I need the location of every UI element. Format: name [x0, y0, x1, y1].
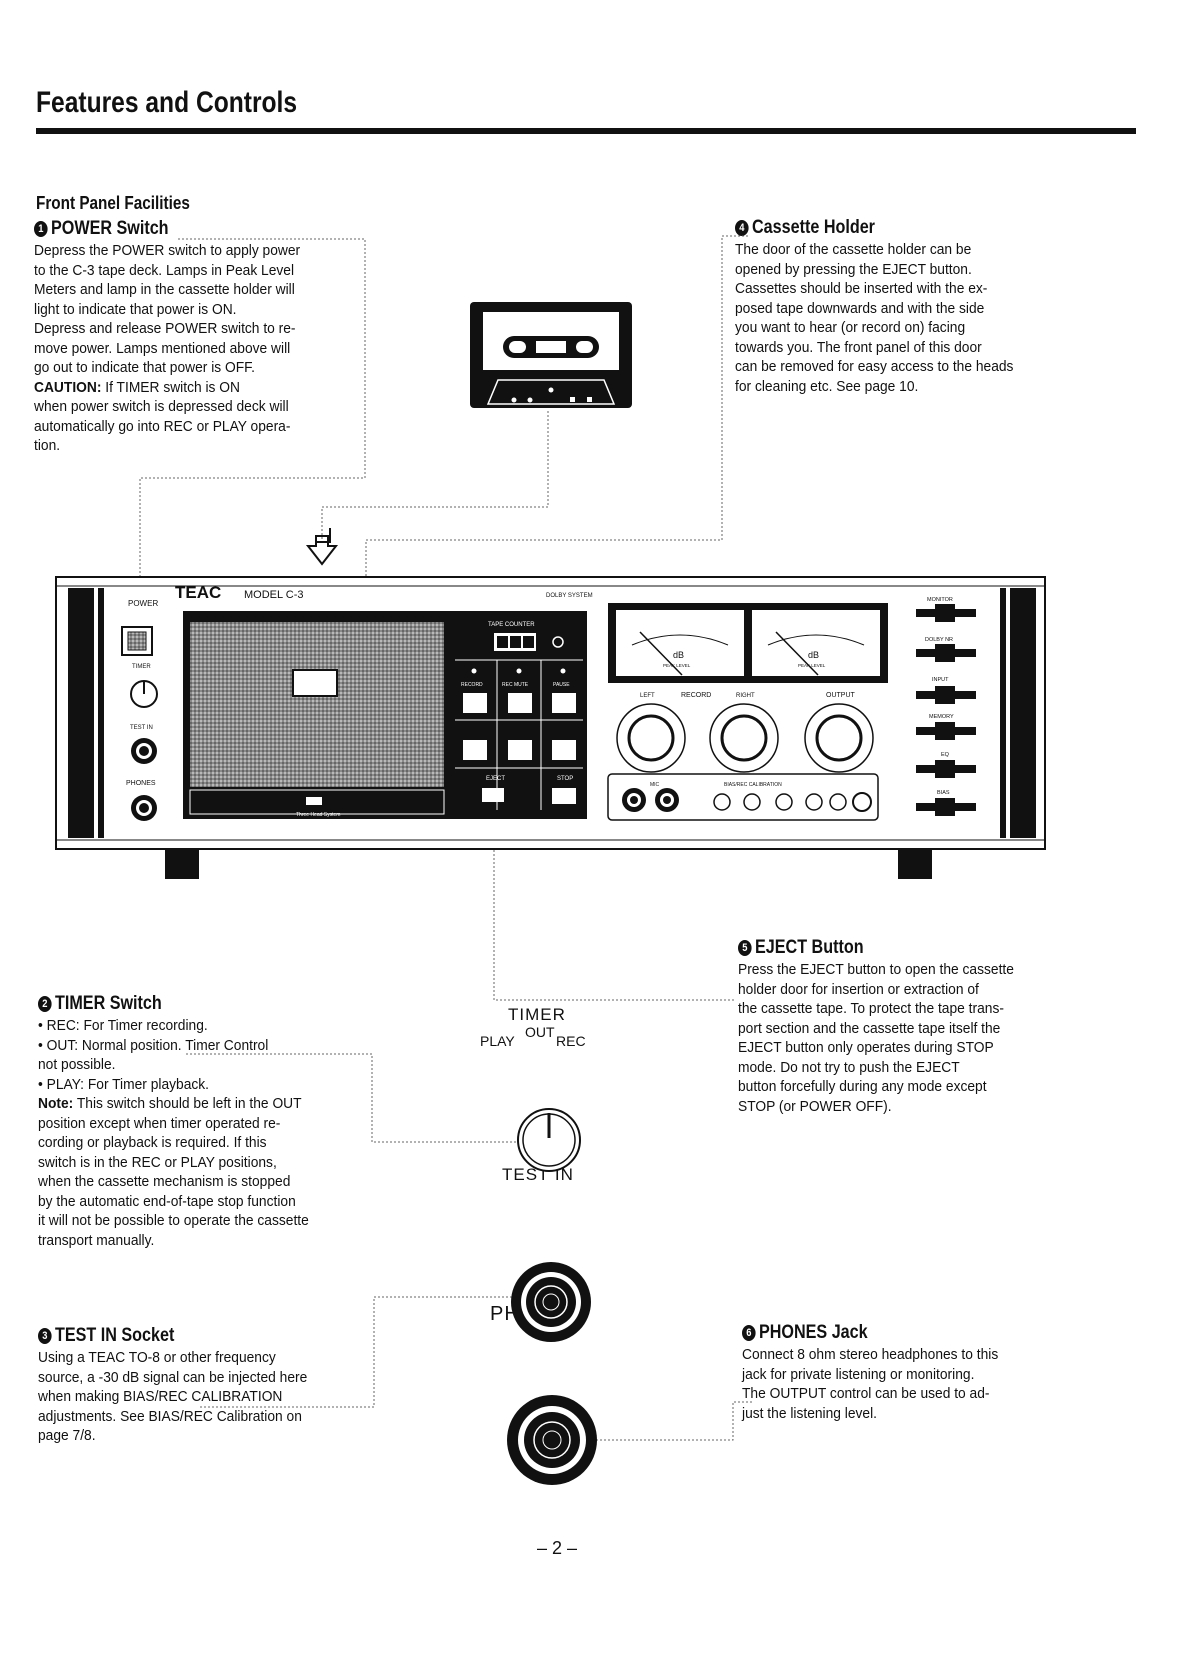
insert-arrow-icon — [305, 528, 339, 566]
deck-timer-label: TIMER — [132, 664, 151, 670]
deck-three-head-label: Three Head System — [296, 812, 340, 818]
title-rule — [36, 128, 1136, 134]
power-body-text: Depress the POWER switch to apply power … — [34, 242, 301, 376]
number-badge: 4 — [735, 220, 749, 236]
deck-eject-label: EJECT — [486, 776, 505, 782]
deck-power-label: POWER — [128, 599, 158, 608]
testin-socket-icon — [511, 1262, 591, 1342]
phones-jack-icon — [507, 1395, 597, 1485]
deck-record-knob-label: RECORD — [681, 692, 711, 699]
timer-rec-item: • REC: For Timer recording. — [38, 1017, 208, 1034]
deck-peak-left: PEAK LEVEL — [663, 663, 691, 668]
timer-detail-label: TIMER — [508, 1005, 566, 1024]
deck-pause-button-label: PAUSE — [553, 682, 570, 688]
deck-right-label: RIGHT — [736, 693, 755, 699]
phones-body: Connect 8 ohm stereo headphones to this … — [742, 1346, 999, 1422]
timer-out-item: • OUT: Normal position. Timer Control no… — [38, 1036, 269, 1074]
deck-recmute-button-label: REC MUTE — [502, 682, 529, 688]
deck-memory-label: MEMORY — [929, 714, 954, 720]
timer-knob-icon — [517, 1108, 581, 1172]
cassette-icon — [470, 302, 632, 408]
number-badge: 6 — [742, 1325, 756, 1341]
section-title: Front Panel Facilities — [36, 193, 190, 213]
deck-labels: POWER TEAC MODEL C-3 DOLBY SYSTEM TIMER … — [126, 583, 954, 818]
note-label: Note: — [38, 1095, 74, 1112]
timer-heading-text: TIMER Switch — [55, 993, 162, 1014]
deck-brand: TEAC — [175, 583, 221, 602]
page-title: Features and Controls — [36, 86, 298, 119]
deck-testin-label: TEST IN — [130, 725, 153, 731]
deck-dolbynr-label: DOLBY NR — [925, 637, 953, 643]
number-badge: 5 — [738, 940, 752, 956]
deck-tape-counter-label: TAPE COUNTER — [488, 622, 535, 628]
phones-heading-text: PHONES Jack — [759, 1322, 868, 1343]
timer-body: • REC: For Timer recording. • OUT: Norma… — [38, 1016, 342, 1250]
deck-dolby-badge: DOLBY SYSTEM — [546, 593, 593, 599]
deck-left-label: LEFT — [640, 693, 655, 699]
testin-body: Using a TEAC TO-8 or other frequency sou… — [38, 1349, 308, 1444]
timer-out-label: OUT — [525, 1024, 555, 1040]
note-body: This switch should be left in the OUT po… — [38, 1095, 309, 1249]
number-badge: 2 — [38, 996, 52, 1012]
deck-record-button-label: RECORD — [461, 682, 483, 688]
cassette-heading-text: Cassette Holder — [752, 217, 875, 238]
cassette-deck — [55, 576, 1046, 879]
timer-rec-label: REC — [556, 1033, 586, 1049]
power-heading-text: POWER Switch — [51, 218, 169, 239]
cassette-body: The door of the cassette holder can be o… — [735, 241, 1014, 395]
deck-db-right: dB — [808, 650, 819, 660]
timer-play-item: • PLAY: For Timer playback. — [38, 1075, 210, 1093]
deck-input-label: INPUT — [932, 677, 949, 683]
deck-monitor-label: MONITOR — [927, 597, 953, 603]
caution-label: CAUTION: — [34, 378, 102, 396]
deck-db-left: dB — [673, 650, 684, 660]
deck-bias-label: BIAS — [937, 790, 950, 796]
eject-heading-text: EJECT Button — [755, 937, 864, 958]
deck-model: MODEL C-3 — [244, 589, 304, 601]
timer-play-label: PLAY — [480, 1033, 515, 1049]
leader-lines — [139, 235, 752, 1441]
deck-biasrec-label: BIAS/REC CALIBRATION — [724, 782, 782, 788]
number-badge: 3 — [38, 1328, 52, 1344]
deck-peak-right: PEAK LEVEL — [798, 663, 826, 668]
deck-phones-label: PHONES — [126, 780, 156, 787]
eject-body: Press the EJECT button to open the casse… — [738, 961, 1014, 1115]
power-body: Depress the POWER switch to apply power … — [34, 241, 338, 456]
number-badge: 1 — [34, 221, 48, 237]
deck-output-label: OUTPUT — [826, 692, 856, 699]
page-number: – 2 – — [537, 1538, 578, 1558]
testin-heading-text: TEST IN Socket — [55, 1325, 175, 1346]
deck-mic-label: MIC — [650, 782, 660, 788]
deck-stop-label: STOP — [557, 776, 573, 782]
deck-eq-label: EQ — [941, 752, 950, 758]
caution-body: If TIMER switch is ON when power switch … — [34, 378, 291, 455]
